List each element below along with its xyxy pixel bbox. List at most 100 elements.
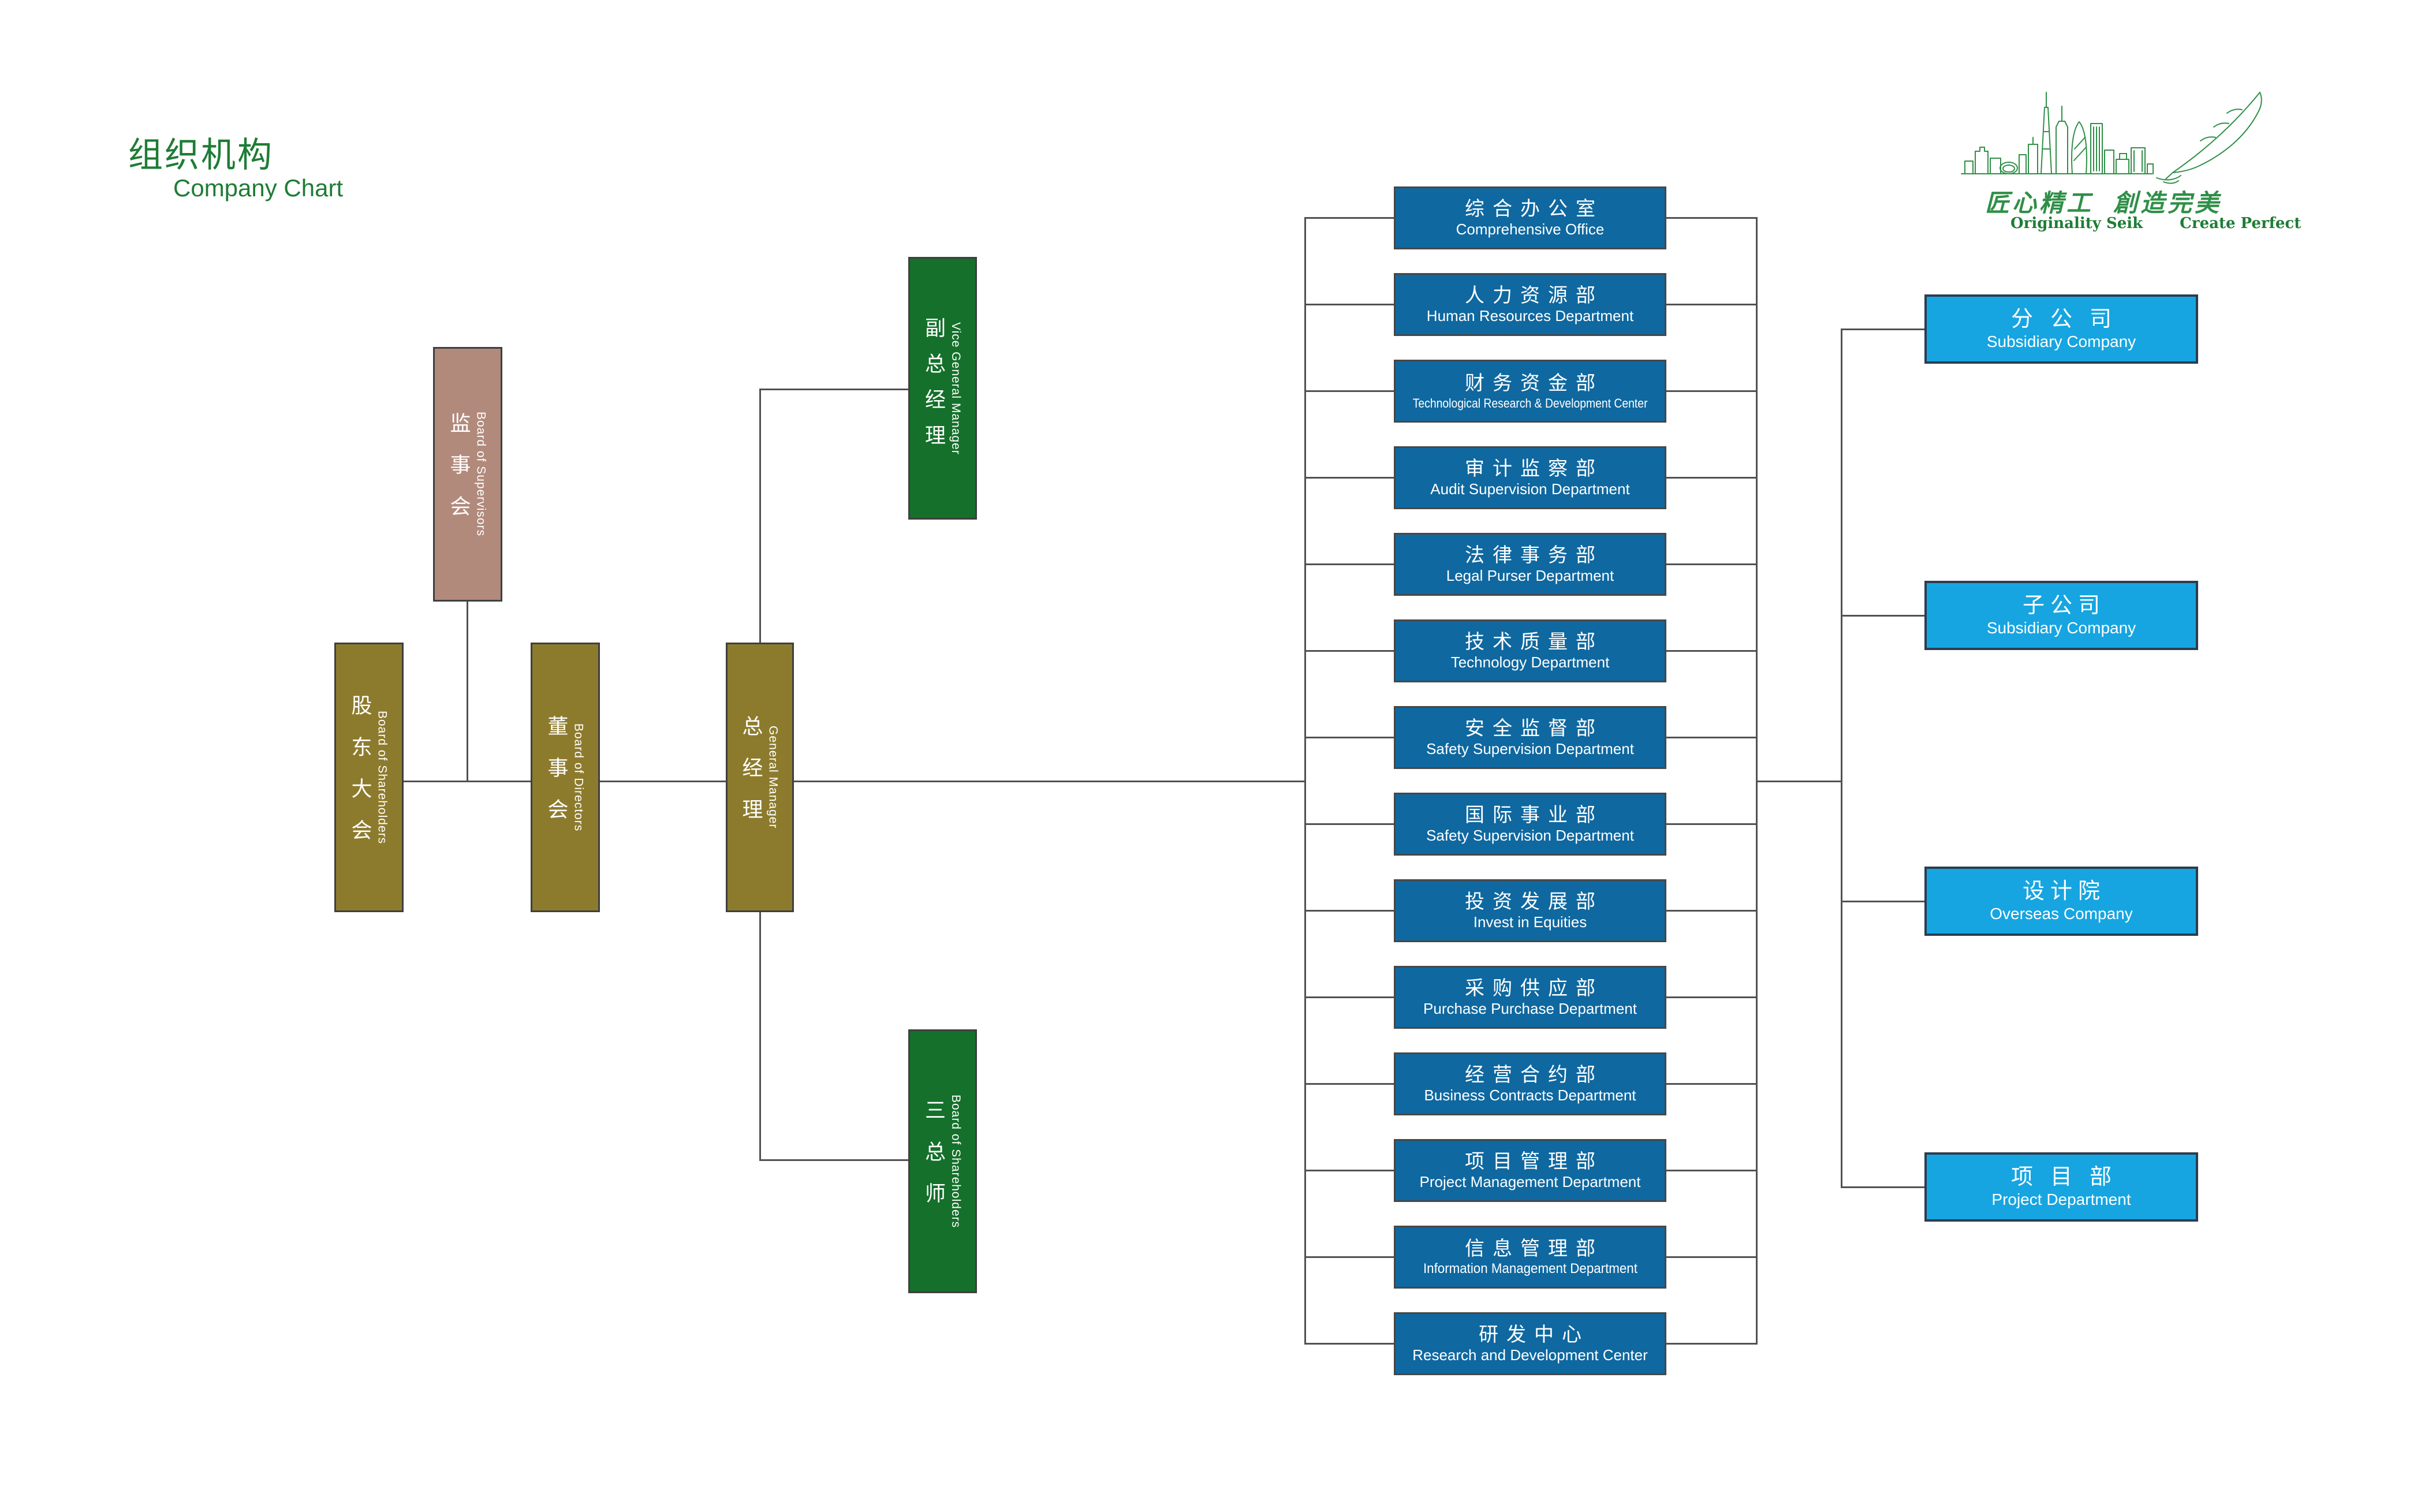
stub-dept-left-2 xyxy=(1304,304,1396,305)
dept-box-research-development-center: 研发中心 Research and Development Center xyxy=(1394,1312,1666,1375)
dept-en: Audit Supervision Department xyxy=(1430,480,1630,498)
dept-cn: 研发中心 xyxy=(1479,1324,1590,1346)
box-board-of-shareholders: 股东大会 Board of Shareholders xyxy=(334,643,404,912)
dept-cn: 技术质量部 xyxy=(1465,631,1603,654)
dept-en: Comprehensive Office xyxy=(1456,221,1605,238)
affiliate-en: Subsidiary Company xyxy=(1986,333,2136,351)
dept-box-technology-quality: 技术质量部 Technology Department xyxy=(1394,619,1666,682)
stub-dept-right-9 xyxy=(1665,910,1758,912)
stub-dept-right-1 xyxy=(1665,217,1758,219)
stub-dept-left-13 xyxy=(1304,1256,1396,1258)
affiliate-en: Project Department xyxy=(1991,1190,2131,1209)
stub-affiliate-4 xyxy=(1841,1186,1926,1188)
dept-en: Human Resources Department xyxy=(1426,307,1634,325)
dept-en: Project Management Department xyxy=(1419,1173,1641,1191)
dept-en: Invest in Equities xyxy=(1473,913,1587,931)
stub-dept-left-4 xyxy=(1304,477,1396,479)
dept-box-human-resources: 人力资源部 Human Resources Department xyxy=(1394,273,1666,336)
affiliate-box-subsidiary-company: 子公司 Subsidiary Company xyxy=(1924,581,2198,650)
stub-dept-right-6 xyxy=(1665,650,1758,652)
bus-departments-left xyxy=(1304,217,1306,1345)
board-of-supervisors-cn: 监事会 xyxy=(447,412,471,537)
connector-supervisors-drop xyxy=(467,602,468,782)
stub-dept-left-3 xyxy=(1304,390,1396,392)
connector-main-horizontal xyxy=(404,781,1306,782)
box-general-manager: 总经理 General Manager xyxy=(726,643,794,912)
dept-box-finance-funds: 财务资金部 Technological Research & Developme… xyxy=(1394,360,1666,423)
stub-dept-right-13 xyxy=(1665,1256,1758,1258)
dept-box-business-contracts: 经营合约部 Business Contracts Department xyxy=(1394,1052,1666,1115)
dept-cn: 国际事业部 xyxy=(1465,804,1603,827)
logo-slogan-en-right: Create Perfect xyxy=(2180,215,2301,232)
connector-bus-bridge xyxy=(1756,781,1842,782)
logo-slogan-cn-right: 創造完美 xyxy=(2113,189,2222,217)
affiliate-box-design-institute: 设计院 Overseas Company xyxy=(1924,867,2198,936)
connector-three-chiefs xyxy=(759,1159,909,1161)
affiliate-cn: 设计院 xyxy=(2022,879,2106,904)
stub-dept-left-8 xyxy=(1304,823,1396,825)
dept-box-international-business: 国际事业部 Safety Supervision Department xyxy=(1394,793,1666,856)
affiliate-box-branch-company: 分公司 Subsidiary Company xyxy=(1924,294,2198,364)
dept-box-investment-development: 投资发展部 Invest in Equities xyxy=(1394,879,1666,942)
affiliate-cn: 子公司 xyxy=(2022,593,2106,618)
three-chiefs-cn: 三总师 xyxy=(922,1099,946,1224)
board-of-shareholders-cn: 股东大会 xyxy=(348,694,372,861)
affiliate-cn: 分公司 xyxy=(2010,307,2129,332)
dept-cn: 审计监察部 xyxy=(1465,458,1603,480)
dept-en: Purchase Purchase Department xyxy=(1423,1000,1637,1018)
dept-en: Information Management Department xyxy=(1423,1261,1637,1277)
logo-slogan-cn-left: 匠心精工 xyxy=(1985,189,2094,217)
stub-dept-right-3 xyxy=(1665,390,1758,392)
box-three-chiefs: 三总师 Board of Shareholders xyxy=(908,1029,977,1293)
dept-box-audit-supervision: 审计监察部 Audit Supervision Department xyxy=(1394,446,1666,509)
dept-en: Research and Development Center xyxy=(1412,1346,1648,1364)
dept-box-project-management: 项目管理部 Project Management Department xyxy=(1394,1139,1666,1202)
stub-affiliate-1 xyxy=(1841,328,1926,330)
bus-affiliates xyxy=(1841,328,1842,1188)
dept-cn: 综合办公室 xyxy=(1465,198,1603,221)
vice-general-manager-cn: 副总经理 xyxy=(922,316,946,460)
stub-dept-right-14 xyxy=(1665,1343,1758,1345)
board-of-supervisors-en: Board of Supervisors xyxy=(474,412,488,537)
stub-dept-right-2 xyxy=(1665,304,1758,305)
stub-dept-left-11 xyxy=(1304,1083,1396,1085)
box-board-of-directors: 董事会 Board of Directors xyxy=(531,643,600,912)
stub-dept-right-10 xyxy=(1665,996,1758,998)
dept-cn: 采购供应部 xyxy=(1465,977,1603,1000)
logo-slogan-chinese: 匠心精工 創造完美 xyxy=(1985,184,2222,219)
affiliate-en: Subsidiary Company xyxy=(1986,619,2136,637)
dept-box-comprehensive-office: 综合办公室 Comprehensive Office xyxy=(1394,186,1666,249)
affiliate-en: Overseas Company xyxy=(1990,905,2133,923)
stub-dept-left-6 xyxy=(1304,650,1396,652)
stub-dept-left-7 xyxy=(1304,737,1396,738)
dept-box-safety-supervision: 安全监督部 Safety Supervision Department xyxy=(1394,706,1666,769)
connector-vice-gm xyxy=(759,389,909,390)
dept-box-information-management: 信息管理部 Information Management Department xyxy=(1394,1226,1666,1289)
dept-en: Safety Supervision Department xyxy=(1426,740,1634,758)
stub-affiliate-3 xyxy=(1841,901,1926,902)
dept-cn: 人力资源部 xyxy=(1465,285,1603,307)
stub-dept-right-11 xyxy=(1665,1083,1758,1085)
stub-dept-left-1 xyxy=(1304,217,1396,219)
stub-dept-right-7 xyxy=(1665,737,1758,738)
general-manager-en: General Manager xyxy=(766,726,780,829)
dept-en: Technological Research & Development Cen… xyxy=(1412,395,1648,410)
stub-dept-left-5 xyxy=(1304,563,1396,565)
stub-dept-left-12 xyxy=(1304,1170,1396,1171)
dept-en: Technology Department xyxy=(1450,654,1610,671)
affiliate-cn: 项目部 xyxy=(2010,1165,2129,1190)
dept-box-purchase-supply: 采购供应部 Purchase Purchase Department xyxy=(1394,966,1666,1029)
stub-dept-left-10 xyxy=(1304,996,1396,998)
page-title: 组织机构 xyxy=(128,136,274,174)
stub-dept-left-9 xyxy=(1304,910,1396,912)
box-vice-general-manager: 副总经理 Vice General Manager xyxy=(908,257,977,520)
stub-dept-right-8 xyxy=(1665,823,1758,825)
affiliate-box-project-department: 项目部 Project Department xyxy=(1924,1152,2198,1222)
three-chiefs-en: Board of Shareholders xyxy=(949,1094,963,1229)
dept-cn: 信息管理部 xyxy=(1465,1238,1603,1260)
dept-cn: 安全监督部 xyxy=(1465,718,1603,740)
dept-cn: 法律事务部 xyxy=(1465,544,1603,567)
dept-box-legal-affairs: 法律事务部 Legal Purser Department xyxy=(1394,533,1666,596)
stub-dept-right-12 xyxy=(1665,1170,1758,1171)
